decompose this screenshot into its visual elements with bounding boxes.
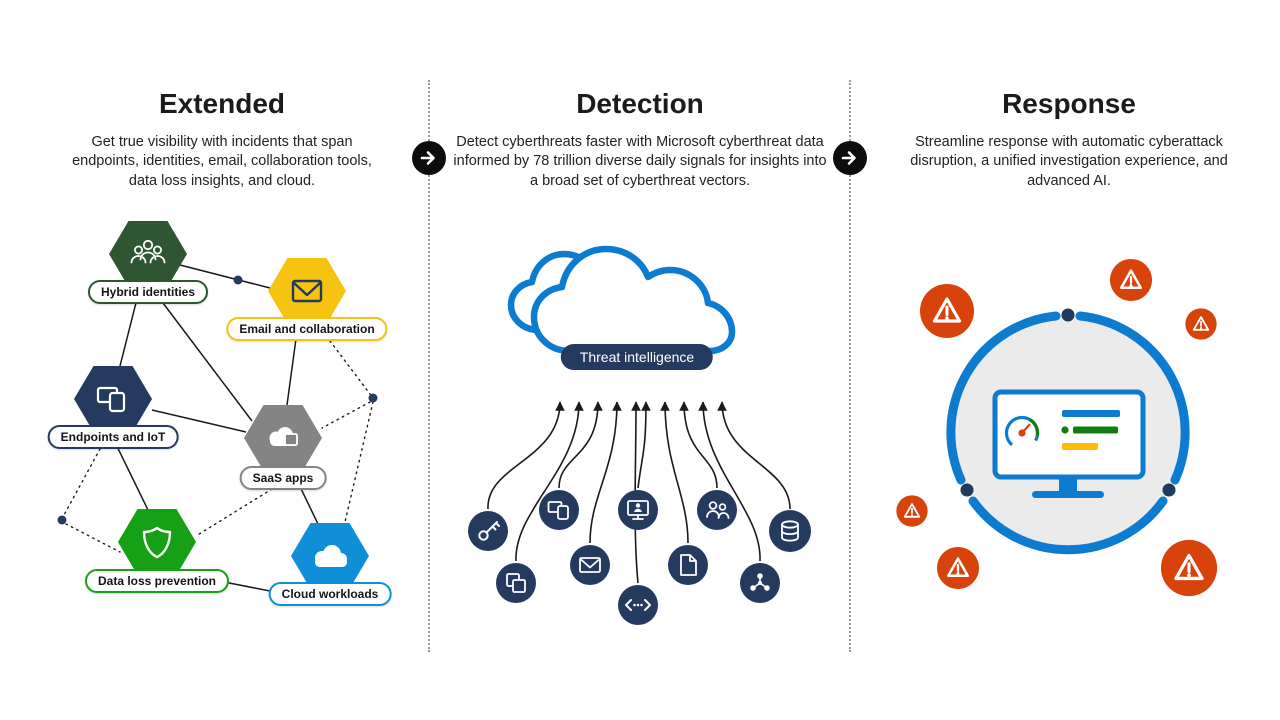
- monitor-person-icon: [618, 490, 658, 530]
- people-group-icon: [130, 239, 166, 264]
- network-icon: [740, 563, 780, 603]
- mail-icon: [570, 545, 610, 585]
- hexagon-data-loss-prevention: [118, 509, 196, 575]
- arrow-right-glyph: [841, 151, 856, 165]
- detection-diagram: [468, 245, 811, 625]
- warning-triangle-icon: [903, 503, 921, 518]
- ring-node-dots: [960, 308, 1176, 497]
- key-icon: [468, 511, 508, 551]
- arrow-right-glyph: [420, 151, 435, 165]
- arrow-right-icon: [833, 141, 867, 175]
- saas-cloud-icon: [269, 427, 298, 446]
- code-icon: [618, 585, 658, 625]
- warning-triangle-icon: [947, 557, 969, 578]
- warning-triangle-icon: [1192, 316, 1210, 331]
- shield-icon: [142, 526, 172, 559]
- envelope-icon: [291, 279, 323, 303]
- database-icon: [769, 510, 811, 552]
- node-label-cloud-workloads: Cloud workloads: [268, 582, 392, 606]
- connector-lines-solid: [109, 264, 319, 592]
- node-label-email-and-collaboration: Email and collaboration: [226, 317, 388, 341]
- devices-icon: [96, 386, 126, 413]
- hexagon-email-and-collaboration: [268, 258, 346, 324]
- column-title-detection: Detection: [576, 88, 704, 119]
- column-divider: [428, 80, 430, 652]
- warning-triangle-icon: [1120, 269, 1142, 290]
- dashboard-bars: [1061, 410, 1120, 450]
- copy-icon: [496, 563, 536, 603]
- cloud-icon: [315, 545, 347, 567]
- warning-badge: [1109, 258, 1153, 302]
- column-desc-detection: Detect cyberthreats faster with Microsof…: [453, 134, 827, 189]
- network-node-dots: [57, 275, 378, 525]
- people-icon: [697, 490, 737, 530]
- devices-icon: [539, 490, 579, 530]
- hexagon-hybrid-identities: [109, 221, 187, 287]
- extended-network-diagram: [57, 221, 378, 592]
- warning-badge: [896, 495, 928, 527]
- investigation-monitor: [992, 389, 1146, 498]
- column-desc-response: Streamline response with automatic cyber…: [910, 134, 1228, 189]
- connector-lines-dotted: [63, 340, 374, 553]
- warning-badge: [920, 284, 974, 338]
- warning-badge: [1185, 308, 1217, 340]
- column-title-response: Response: [1002, 88, 1136, 119]
- threat-intelligence-label: Threat intelligence: [560, 344, 714, 370]
- warning-triangle-icon: [1174, 553, 1204, 581]
- document-icon: [668, 545, 708, 585]
- node-label-endpoints-and-iot: Endpoints and IoT: [47, 425, 179, 449]
- column-desc-extended: Get true visibility with incidents that …: [72, 134, 372, 189]
- threat-cloud-large: [530, 245, 736, 355]
- node-label-data-loss-prevention: Data loss prevention: [84, 569, 230, 593]
- response-diagram: [896, 258, 1218, 597]
- warning-badge: [936, 546, 980, 590]
- arrow-right-icon: [412, 141, 446, 175]
- column-divider: [849, 80, 851, 652]
- node-label-saas-apps: SaaS apps: [239, 466, 327, 490]
- warning-badge: [1160, 539, 1218, 597]
- node-label-hybrid-identities: Hybrid identities: [87, 280, 209, 304]
- warning-triangle-icon: [932, 297, 962, 323]
- column-title-extended: Extended: [158, 88, 286, 119]
- response-ring: [946, 311, 1190, 555]
